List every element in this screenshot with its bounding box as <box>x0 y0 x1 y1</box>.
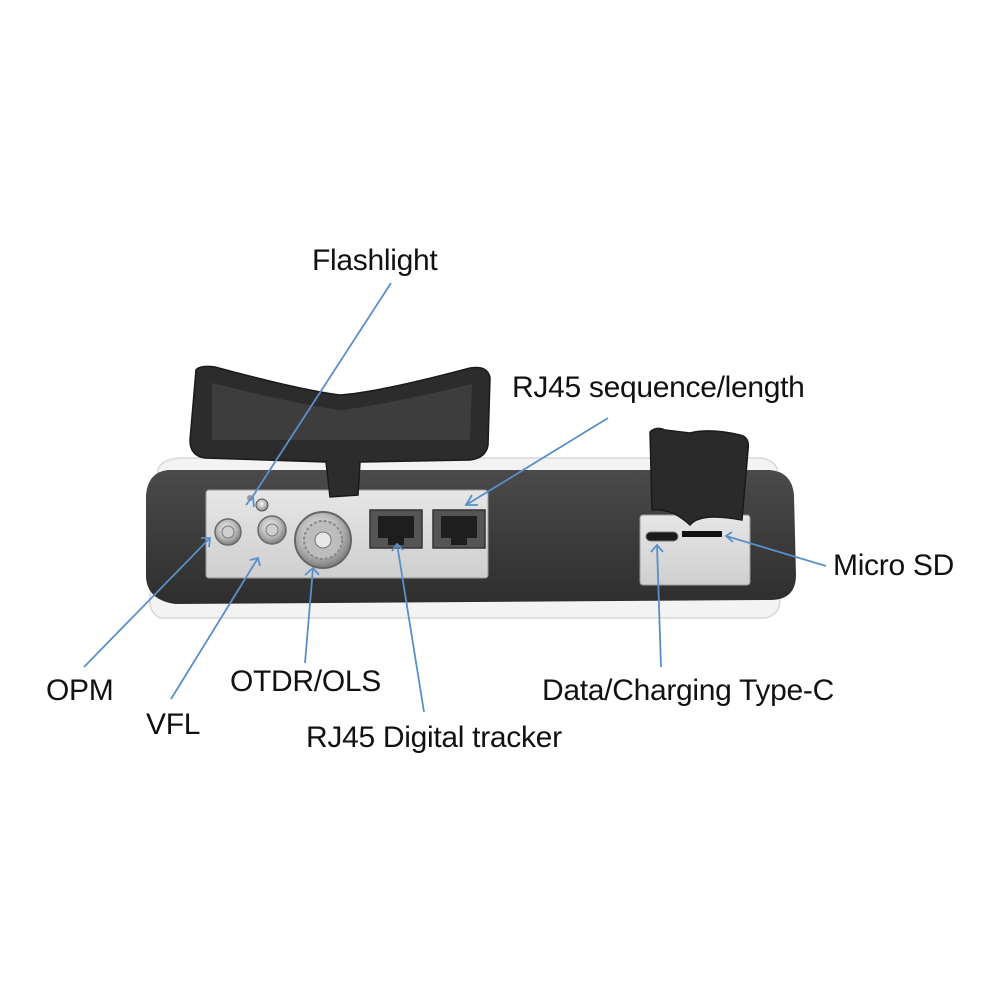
rubber-cap-right <box>649 427 750 527</box>
label-otdr-ols: OTDR/OLS <box>230 665 381 698</box>
opm-connector <box>214 518 242 546</box>
micro-sd-slot <box>682 531 722 537</box>
label-micro-sd: Micro SD <box>833 549 954 582</box>
label-type-c: Data/Charging Type-C <box>542 674 834 707</box>
otdr-connector <box>294 511 352 569</box>
label-opm: OPM <box>46 674 114 707</box>
type-c-port <box>645 531 679 542</box>
vfl-connector <box>257 515 287 545</box>
label-rj45-tracker: RJ45 Digital tracker <box>306 721 562 754</box>
label-flashlight: Flashlight <box>312 244 438 277</box>
leader-lines <box>83 282 827 713</box>
label-rj45-sequence: RJ45 sequence/length <box>512 371 805 404</box>
label-vfl: VFL <box>146 708 201 741</box>
rubber-cap-inner <box>212 383 472 440</box>
flashlight-led <box>255 498 269 512</box>
rj45-tracker-port <box>369 509 423 549</box>
rj45-sequence-port <box>432 509 486 549</box>
